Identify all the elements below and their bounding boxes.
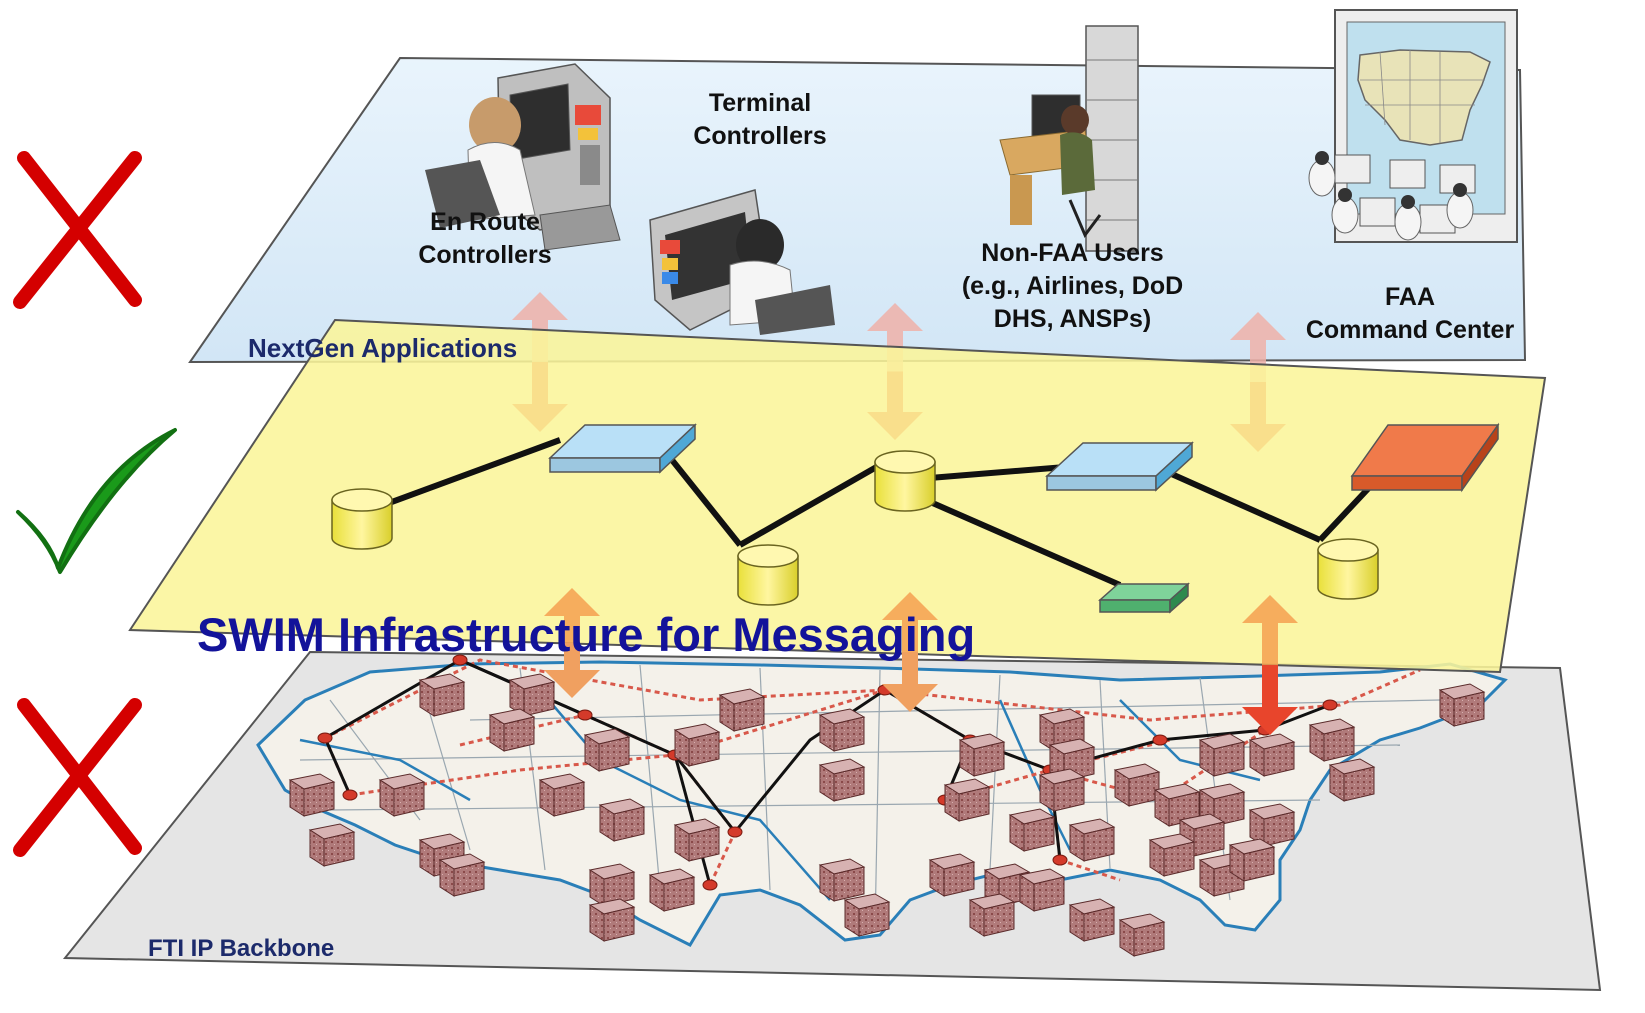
server-cube bbox=[1018, 868, 1066, 912]
swim-node-cylinder bbox=[331, 488, 393, 550]
server-cube bbox=[1113, 763, 1161, 807]
en-route-controllers-label: En Route Controllers bbox=[395, 206, 575, 272]
server-cube bbox=[1148, 833, 1196, 877]
terminal-controllers-label: Terminal Controllers bbox=[680, 87, 840, 153]
server-cube bbox=[673, 723, 721, 767]
swim-service-box-2 bbox=[1045, 441, 1194, 492]
faa-command-center-line-1: FAA bbox=[1385, 283, 1435, 311]
server-cube bbox=[673, 818, 721, 862]
server-cube bbox=[418, 673, 466, 717]
server-cubes bbox=[288, 673, 1486, 957]
server-cube bbox=[648, 868, 696, 912]
arrow-swim-to-backbone bbox=[1242, 595, 1298, 735]
en-route-controllers-line-1: En Route bbox=[430, 208, 540, 236]
non-faa-workstation-illustration bbox=[999, 25, 1139, 252]
swim-service-box-1 bbox=[548, 423, 697, 474]
server-cube bbox=[928, 853, 976, 897]
applications-layer-label: NextGen Applications bbox=[248, 333, 518, 363]
server-cube bbox=[1038, 768, 1086, 812]
server-cube bbox=[1438, 683, 1486, 727]
server-cube bbox=[538, 773, 586, 817]
server-cube bbox=[1248, 803, 1296, 847]
swim-service-box-small bbox=[1098, 582, 1190, 614]
terminal-controllers-line-1: Terminal bbox=[708, 89, 812, 117]
faa-command-center-line-2: Command Center bbox=[1305, 316, 1515, 344]
server-cube bbox=[968, 893, 1016, 937]
messaging-layer-label: SWIM Infrastructure for Messaging bbox=[197, 608, 976, 661]
server-cube bbox=[958, 733, 1006, 777]
server-cube bbox=[818, 858, 866, 902]
non-faa-users-line-1: Non-FAA Users bbox=[981, 239, 1164, 267]
faa-command-center-label: FAA Command Center bbox=[1280, 281, 1540, 347]
non-faa-users-line-2: (e.g., Airlines, DoD bbox=[961, 272, 1184, 300]
server-cube bbox=[1068, 898, 1116, 942]
server-cube bbox=[1328, 758, 1376, 802]
server-cube bbox=[1248, 733, 1296, 777]
server-cube bbox=[588, 898, 636, 942]
server-cube bbox=[583, 728, 631, 772]
server-cube bbox=[1118, 913, 1166, 957]
server-cube bbox=[1068, 818, 1116, 862]
terminal-controllers-line-2: Controllers bbox=[693, 122, 827, 150]
swim-nodes bbox=[331, 450, 1379, 606]
en-route-console-illustration bbox=[425, 63, 621, 251]
check-mark-icon bbox=[16, 428, 177, 574]
en-route-controllers-line-2: Controllers bbox=[418, 241, 552, 269]
bottom-arrows bbox=[544, 588, 1298, 735]
terminal-console-illustration bbox=[649, 189, 835, 335]
arrow-swim-to-backbone bbox=[882, 592, 938, 712]
server-cube bbox=[943, 778, 991, 822]
non-faa-users-label: Non-FAA Users (e.g., Airlines, DoD DHS, … bbox=[940, 237, 1205, 336]
server-cube bbox=[598, 798, 646, 842]
server-cube bbox=[1228, 838, 1276, 882]
server-cube bbox=[818, 758, 866, 802]
non-faa-users-line-3: DHS, ANSPs) bbox=[993, 305, 1152, 333]
server-cube bbox=[843, 893, 891, 937]
swim-node-cylinder bbox=[737, 544, 799, 606]
arrow-swim-to-backbone bbox=[544, 588, 600, 698]
backbone-layer bbox=[62, 650, 1602, 992]
backbone-layer-label: FTI IP Backbone bbox=[148, 935, 335, 962]
server-cube bbox=[438, 853, 486, 897]
server-cube bbox=[488, 708, 536, 752]
swim-service-box-external bbox=[1350, 422, 1500, 493]
command-center-illustration bbox=[1308, 9, 1518, 243]
x-mark-icon bbox=[13, 698, 142, 857]
server-cube bbox=[818, 708, 866, 752]
messaging-layer bbox=[128, 318, 1547, 674]
us-map-outline bbox=[256, 660, 1508, 947]
server-cube bbox=[588, 863, 636, 907]
server-cube bbox=[288, 773, 336, 817]
server-cube bbox=[1198, 733, 1246, 777]
server-cube bbox=[718, 688, 766, 732]
server-cube bbox=[1008, 808, 1056, 852]
server-cube bbox=[308, 823, 356, 867]
messaging-plane bbox=[128, 318, 1547, 674]
x-mark-icon bbox=[13, 151, 142, 309]
server-cube bbox=[378, 773, 426, 817]
swim-node-cylinder bbox=[1317, 538, 1379, 600]
server-cube bbox=[1308, 718, 1356, 762]
swim-node-cylinder bbox=[874, 450, 936, 512]
